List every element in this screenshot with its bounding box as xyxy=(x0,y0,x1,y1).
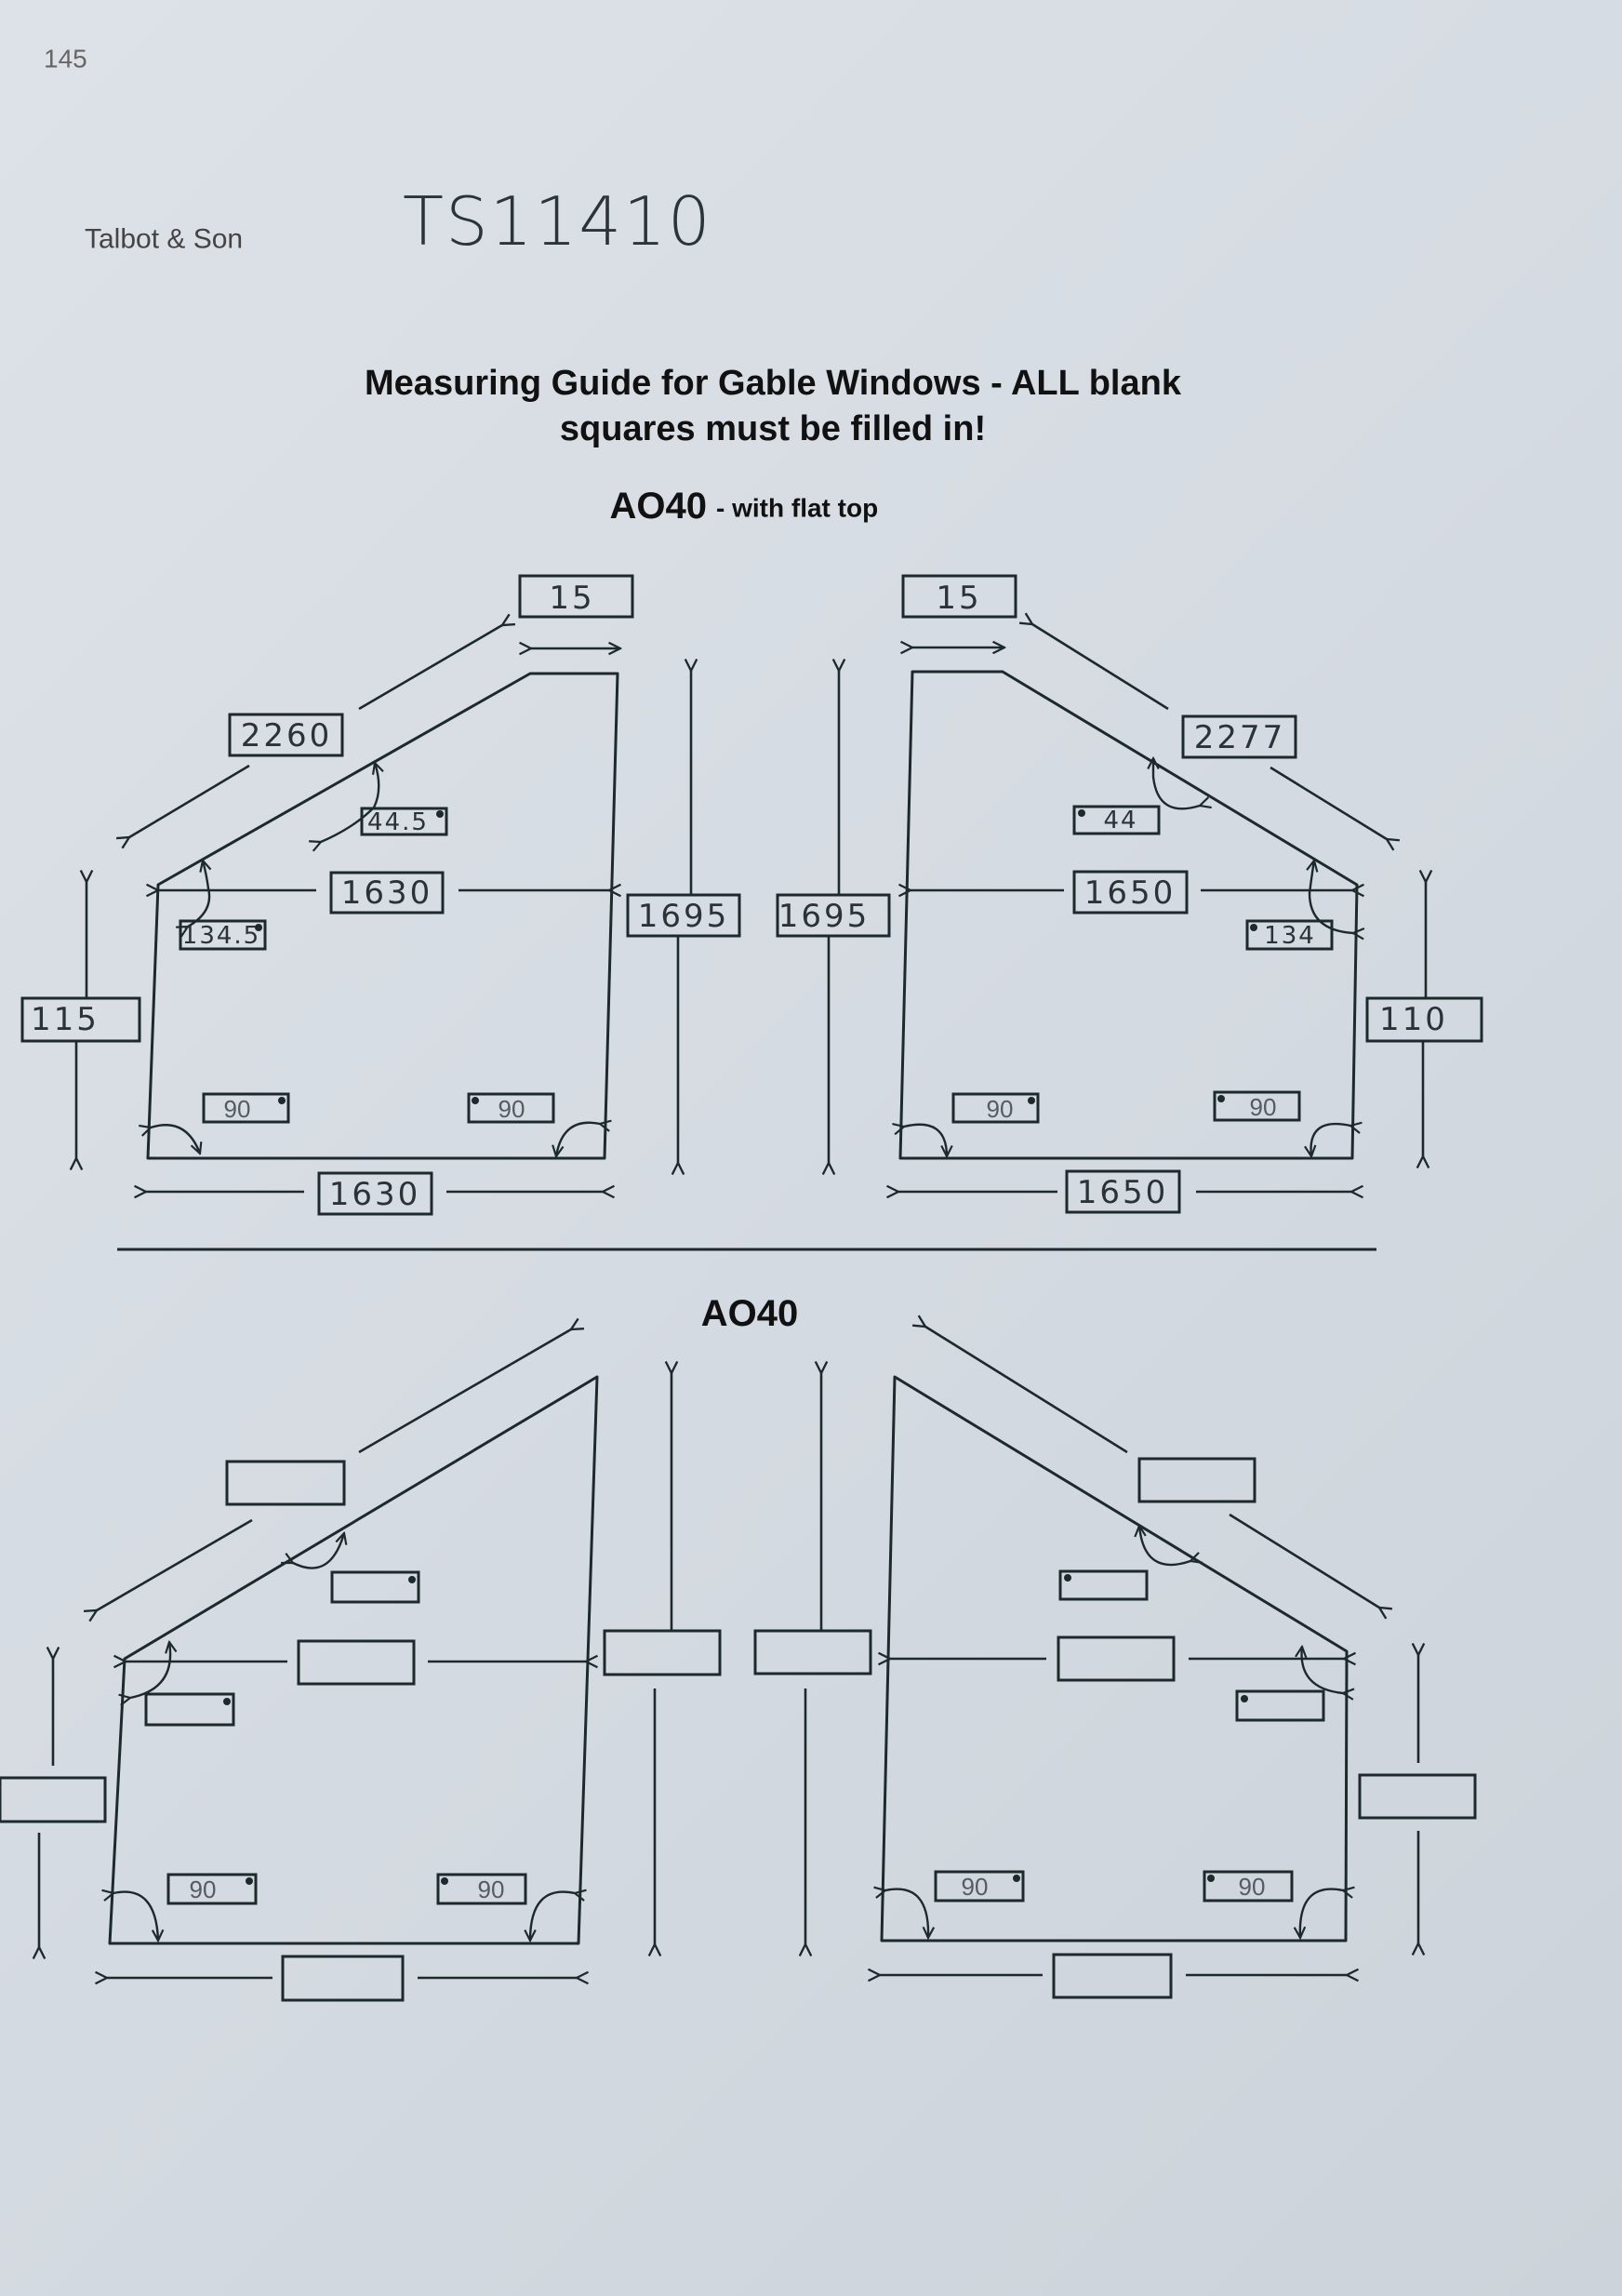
top-angle-box[interactable]: 44.5 xyxy=(360,807,448,836)
company-name: Talbot & Son xyxy=(85,224,243,255)
bottom-right-angle-box[interactable]: 90 xyxy=(1203,1870,1294,1902)
bottom-width-box[interactable] xyxy=(281,1955,405,2002)
mid-width-box[interactable]: 1650 xyxy=(1072,870,1189,914)
page-title-line1: Measuring Guide for Gable Windows - ALL … xyxy=(365,364,1182,403)
tall-side-box[interactable] xyxy=(753,1629,872,1675)
section1-subheading: - with flat top xyxy=(716,494,878,523)
page-title-line2: squares must be filled in! xyxy=(560,409,986,448)
bottom-left-angle-value: 90 xyxy=(987,1095,1014,1123)
top-width-value: 15 xyxy=(549,580,594,617)
diagram-right-flat-top: 15 2277 44 1650 134 110 1695 90 90 1650 xyxy=(776,574,1483,1214)
page-number: 145 xyxy=(44,45,87,73)
short-side-value: 110 xyxy=(1379,1001,1448,1038)
bottom-right-angle-value: 90 xyxy=(1239,1873,1266,1901)
bottom-left-angle-value: 90 xyxy=(224,1095,251,1123)
top-angle-box[interactable] xyxy=(330,1570,420,1604)
short-side-box[interactable] xyxy=(0,1776,107,1823)
top-width-box[interactable]: 15 xyxy=(901,574,1017,619)
mid-width-box[interactable] xyxy=(1057,1635,1176,1682)
slope-length-box[interactable]: 2260 xyxy=(228,713,344,757)
short-side-value: 115 xyxy=(31,1001,100,1038)
tall-side-box[interactable]: 1695 xyxy=(776,893,891,938)
side-angle-box[interactable] xyxy=(144,1692,235,1727)
tall-side-box[interactable]: 1695 xyxy=(626,893,741,938)
side-angle-box[interactable]: 134.5 xyxy=(179,919,267,951)
diagram-left-peak: 90 90 xyxy=(0,1329,722,2002)
slope-length-box[interactable] xyxy=(225,1460,346,1506)
slope-length-box[interactable]: 2277 xyxy=(1181,714,1297,759)
bottom-left-angle-box[interactable]: 90 xyxy=(951,1092,1040,1124)
bottom-left-angle-value: 90 xyxy=(190,1876,217,1903)
slope-length-value: 2260 xyxy=(241,717,333,754)
bottom-right-angle-box[interactable]: 90 xyxy=(436,1873,527,1905)
slope-length-value: 2277 xyxy=(1194,719,1286,756)
bottom-right-angle-value: 90 xyxy=(478,1876,505,1903)
bottom-left-angle-box[interactable]: 90 xyxy=(166,1873,258,1905)
mid-width-value: 1630 xyxy=(341,874,433,912)
top-angle-box[interactable] xyxy=(1058,1569,1149,1601)
short-side-box[interactable] xyxy=(1358,1773,1477,1820)
top-width-value: 15 xyxy=(936,580,981,617)
tall-side-value: 1695 xyxy=(638,898,730,935)
bottom-left-angle-box[interactable]: 90 xyxy=(934,1870,1025,1902)
window-outline xyxy=(108,1375,599,1945)
tall-side-value: 1695 xyxy=(778,898,871,935)
short-side-box[interactable]: 110 xyxy=(1365,996,1483,1043)
mid-width-value: 1650 xyxy=(1084,874,1177,912)
window-outline xyxy=(898,670,1359,1160)
side-angle-box[interactable]: 134 xyxy=(1245,919,1334,951)
bottom-left-angle-value: 90 xyxy=(962,1873,989,1901)
mid-width-box[interactable] xyxy=(297,1639,416,1686)
slope-length-box[interactable] xyxy=(1137,1457,1256,1503)
diagram-left-flat-top: 15 2260 44.5 1630 134.5 115 1695 90 90 1… xyxy=(20,574,741,1216)
diagram-right-peak: 90 90 xyxy=(753,1327,1477,1999)
bottom-width-box[interactable]: 1630 xyxy=(317,1171,433,1216)
bottom-right-angle-box[interactable]: 90 xyxy=(1213,1090,1301,1122)
section2-heading: AO40 xyxy=(701,1293,799,1334)
top-angle-box[interactable]: 44 xyxy=(1072,805,1161,835)
side-angle-box[interactable] xyxy=(1235,1689,1325,1722)
window-outline xyxy=(146,672,619,1160)
short-side-box[interactable]: 115 xyxy=(20,996,141,1043)
bottom-right-angle-box[interactable]: 90 xyxy=(467,1092,555,1124)
handwritten-reference: TS11410 xyxy=(403,182,712,260)
side-angle-value: 134.5 xyxy=(182,922,260,950)
bottom-left-angle-box[interactable]: 90 xyxy=(202,1092,290,1124)
bottom-width-value: 1650 xyxy=(1077,1174,1169,1211)
tall-side-box[interactable] xyxy=(603,1629,722,1676)
bottom-right-angle-value: 90 xyxy=(499,1095,525,1123)
bottom-width-value: 1630 xyxy=(329,1176,421,1213)
bottom-right-angle-value: 90 xyxy=(1250,1093,1277,1121)
bottom-width-box[interactable]: 1650 xyxy=(1065,1169,1181,1214)
bottom-width-box[interactable] xyxy=(1052,1953,1173,1999)
top-angle-value: 44.5 xyxy=(367,808,429,836)
mid-width-box[interactable]: 1630 xyxy=(329,871,445,914)
top-width-box[interactable]: 15 xyxy=(518,574,634,619)
top-angle-value: 44 xyxy=(1103,807,1137,834)
section1-heading: AO40 xyxy=(610,486,708,527)
side-angle-value: 134 xyxy=(1264,922,1316,950)
